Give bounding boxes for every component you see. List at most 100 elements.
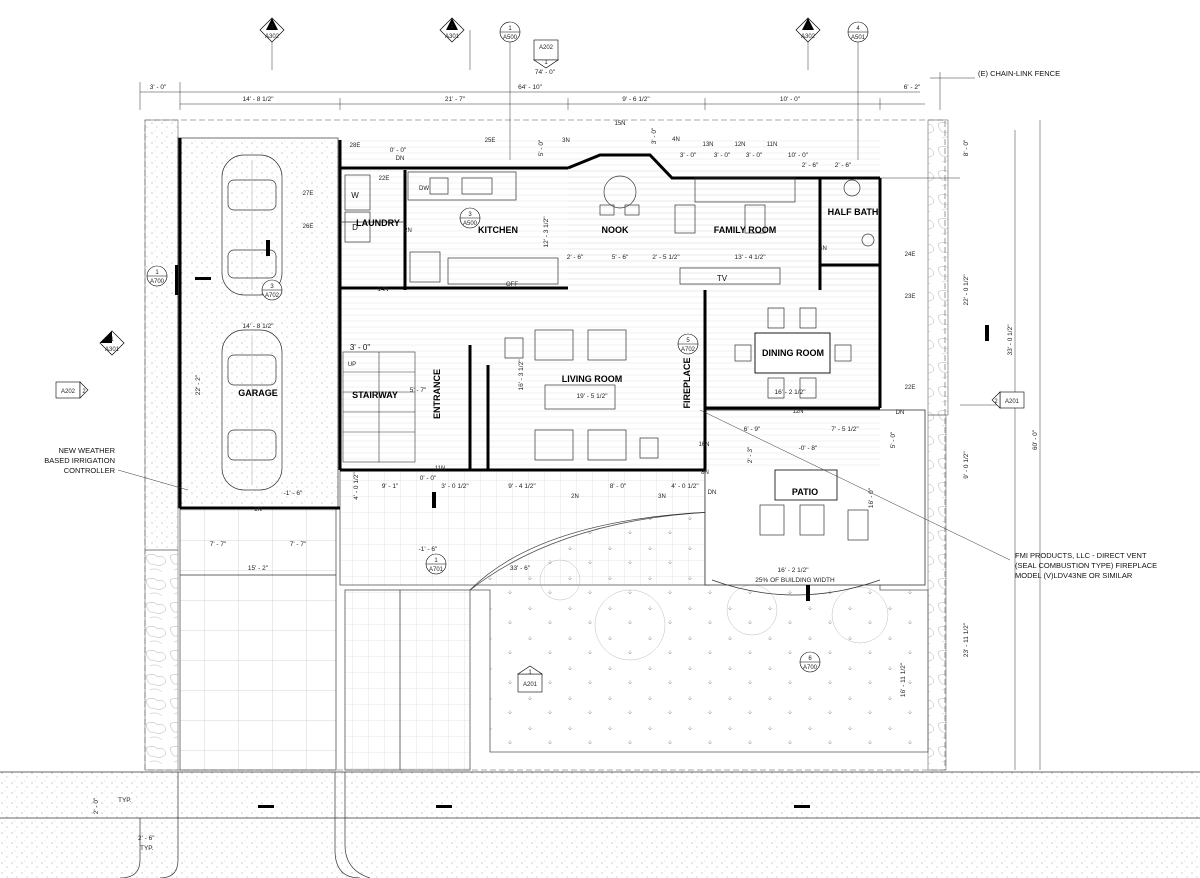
svg-text:5: 5: [686, 338, 690, 344]
svg-text:2: 2: [806, 24, 810, 30]
detail-marker: 4 A501: [847, 21, 869, 43]
svg-text:3' - 0": 3' - 0": [150, 84, 167, 91]
svg-text:3' - 0": 3' - 0": [680, 152, 697, 159]
dryer-label: D: [352, 223, 358, 232]
detail-marker: 5 A702: [677, 333, 699, 355]
svg-text:5' - 0": 5' - 0": [890, 431, 897, 448]
svg-text:2' - 6": 2' - 6": [835, 162, 852, 169]
elevation-marker: A202 2: [55, 381, 89, 399]
svg-text:A201: A201: [523, 682, 538, 688]
svg-text:3' - 0": 3' - 0": [350, 343, 371, 352]
svg-text:1: 1: [155, 270, 159, 276]
svg-text:1: 1: [450, 24, 454, 30]
svg-text:26E: 26E: [303, 224, 314, 230]
svg-text:3' - 0": 3' - 0": [714, 152, 731, 159]
svg-text:4' - 0 1/2": 4' - 0 1/2": [353, 472, 360, 500]
room-garage: GARAGE: [238, 388, 278, 398]
svg-text:22' - 2": 22' - 2": [195, 374, 202, 395]
svg-text:A202: A202: [539, 45, 554, 51]
svg-text:A701: A701: [429, 567, 444, 573]
svg-text:9' - 1": 9' - 1": [382, 483, 399, 490]
irrigation-note-1: NEW WEATHER: [58, 446, 115, 455]
front-walk: [344, 589, 471, 771]
svg-text:28E: 28E: [350, 143, 361, 149]
svg-text:4: 4: [856, 26, 860, 32]
svg-text:15' - 2": 15' - 2": [248, 565, 269, 572]
detail-marker: 1 A700: [146, 265, 168, 287]
svg-text:24E: 24E: [905, 252, 916, 258]
svg-text:8' - 0": 8' - 0": [610, 483, 627, 490]
svg-text:5' - 6": 5' - 6": [612, 254, 629, 261]
svg-text:3N: 3N: [658, 494, 666, 500]
svg-text:23' - 11 1/2": 23' - 11 1/2": [963, 622, 970, 657]
svg-text:9' - 0 1/2": 9' - 0 1/2": [963, 451, 970, 479]
svg-text:12' - 3 1/2": 12' - 3 1/2": [543, 216, 550, 248]
element-tags: 28E 22E 27E 26E 25E 3N 15N 4N 13N 12N 11…: [254, 121, 915, 513]
svg-text:2' - 5 1/2": 2' - 5 1/2": [652, 254, 680, 261]
svg-text:-0' - 8": -0' - 8": [799, 445, 818, 452]
room-nook: NOOK: [602, 225, 630, 235]
svg-text:21' - 7": 21' - 7": [445, 96, 466, 103]
detail-marker: 3 A702: [261, 279, 283, 301]
svg-text:10' - 0": 10' - 0": [780, 96, 801, 103]
typ-note: TYP.: [140, 845, 154, 852]
svg-text:6' - 9": 6' - 9": [744, 426, 761, 433]
svg-text:16' - 2 1/2": 16' - 2 1/2": [777, 567, 809, 574]
svg-text:3' - 0": 3' - 0": [746, 152, 763, 159]
nook-table: [603, 175, 637, 209]
svg-text:1: 1: [544, 60, 548, 66]
room-living: LIVING ROOM: [562, 374, 623, 384]
svg-text:DW: DW: [419, 186, 429, 192]
svg-text:A702: A702: [681, 347, 696, 353]
car-bottom: [221, 329, 283, 491]
detail-marker: 6 A700: [799, 651, 821, 673]
svg-text:2: 2: [82, 389, 86, 395]
dimension-labels: 74' - 0" 64' - 10" 3' - 0" 6' - 2" 14' -…: [150, 69, 1039, 697]
section-marker: 2 A302: [795, 17, 821, 43]
fence-note: (E) CHAIN-LINK FENCE: [978, 69, 1060, 78]
svg-text:A302: A302: [265, 34, 280, 40]
svg-text:3: 3: [468, 212, 472, 218]
washer-label: W: [351, 191, 359, 200]
svg-text:OFF: OFF: [506, 282, 518, 288]
svg-text:16' - 0": 16' - 0": [868, 487, 875, 508]
svg-text:2N: 2N: [404, 228, 412, 234]
svg-text:A501: A501: [851, 35, 866, 41]
svg-text:1: 1: [270, 24, 274, 30]
svg-text:2' - 3": 2' - 3": [747, 446, 754, 463]
car-top: [221, 154, 283, 296]
svg-text:4N: 4N: [819, 246, 827, 252]
irrigation-note-2: BASED IRRIGATION: [44, 456, 115, 465]
svg-text:33' - 6": 33' - 6": [510, 565, 531, 572]
svg-text:19' - 5 1/2": 19' - 5 1/2": [576, 393, 608, 400]
svg-text:4N: 4N: [672, 137, 680, 143]
svg-text:22E: 22E: [905, 385, 916, 391]
detail-marker: 3 A500: [459, 207, 481, 229]
svg-text:4' - 0 1/2": 4' - 0 1/2": [671, 483, 699, 490]
svg-text:3N: 3N: [562, 138, 570, 144]
svg-text:14' - 8 1/2": 14' - 8 1/2": [242, 323, 274, 330]
svg-text:A500: A500: [463, 221, 478, 227]
svg-text:74' - 0": 74' - 0": [535, 69, 556, 76]
svg-text:25E: 25E: [485, 138, 496, 144]
svg-text:UP: UP: [348, 362, 356, 368]
detail-marker: 1 A500: [499, 21, 521, 43]
sidewalk-area: [0, 772, 1200, 878]
svg-text:5' - 7": 5' - 7": [410, 387, 427, 394]
svg-text:11N: 11N: [767, 142, 778, 148]
svg-text:A302: A302: [801, 34, 816, 40]
east-planting-strip: [927, 119, 949, 416]
room-dining: DINING ROOM: [762, 348, 824, 358]
svg-text:A500: A500: [503, 35, 518, 41]
section-marker: 1 A302: [259, 17, 285, 43]
svg-text:12N: 12N: [734, 142, 745, 148]
svg-text:5' - 0": 5' - 0": [538, 139, 545, 156]
svg-text:14' - 8 1/2": 14' - 8 1/2": [242, 96, 274, 103]
room-kitchen: KITCHEN: [478, 225, 518, 235]
svg-text:23E: 23E: [905, 294, 916, 300]
svg-text:1: 1: [434, 558, 438, 564]
svg-text:2' - 6": 2' - 6": [138, 835, 155, 842]
svg-text:2: 2: [994, 399, 998, 405]
typ-note: TYP.: [118, 797, 132, 804]
